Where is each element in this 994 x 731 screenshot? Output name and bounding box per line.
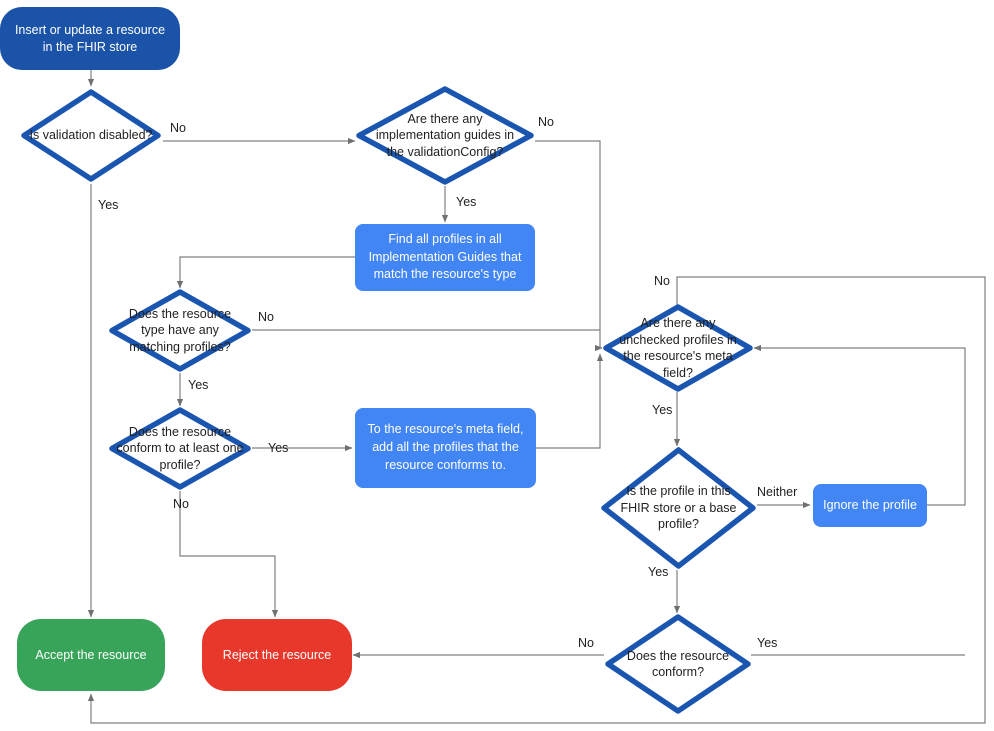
node-profile-location-label: Is the profile in this FHIR store or a b… <box>620 484 737 532</box>
node-matching-profiles-label: Does the resource type have any matching… <box>128 306 232 354</box>
edge-label-conform-no: No <box>578 636 594 650</box>
node-resource-conform-label: Does the resource conform? <box>626 648 730 680</box>
edge-igs-no <box>535 140 603 352</box>
edge-label-conform-yes: Yes <box>757 636 778 650</box>
node-find-profiles-label: Find all profiles in all Implementation … <box>368 231 522 282</box>
edge-label-location-neither: Neither <box>757 485 798 499</box>
edge-unchecked-no <box>87 276 986 724</box>
node-conform-one-profile-label: Does the resource conform to at least on… <box>116 424 244 472</box>
edge-label-unchecked-yes: Yes <box>652 403 673 417</box>
node-reject-resource-label: Reject the resource <box>222 647 332 662</box>
node-ignore-profile-label: Ignore the profile <box>823 497 917 512</box>
edge-label-matching-yes: Yes <box>188 378 209 392</box>
diamond-shape <box>109 407 251 490</box>
node-resource-conform[interactable]: Does the resource conform? <box>604 613 752 715</box>
edge-label-matching-no: No <box>258 310 274 324</box>
node-accept-resource[interactable]: Accept the resource <box>17 619 165 691</box>
edge-label-igs-no: No <box>538 115 554 129</box>
edge-label-conformone-yes: Yes <box>268 441 289 455</box>
node-profile-location[interactable]: Is the profile in this FHIR store or a b… <box>600 446 757 570</box>
node-unchecked-profiles[interactable]: Are there any unchecked profiles in the … <box>602 303 754 393</box>
edge-label-validation-no: No <box>170 121 186 135</box>
diamond-shape <box>356 86 534 185</box>
diamond-shape <box>21 89 161 182</box>
edge-ignore-to-unchecked <box>753 344 966 506</box>
diamond-shape <box>605 614 751 714</box>
node-start[interactable]: Insert or update a resource in the FHIR … <box>0 7 180 70</box>
edge-addprofiles-to-unchecked <box>536 353 604 449</box>
node-is-validation-disabled[interactable]: Is validation disabled? <box>20 88 162 183</box>
node-conform-one-profile[interactable]: Does the resource conform to at least on… <box>108 406 252 491</box>
edge-label-conformone-no: No <box>173 497 189 511</box>
node-unchecked-profiles-label: Are there any unchecked profiles in the … <box>619 316 737 380</box>
node-matching-profiles[interactable]: Does the resource type have any matching… <box>108 288 252 373</box>
edge-conformone-no <box>179 491 279 618</box>
diamond-shape <box>601 447 756 569</box>
node-accept-resource-label: Accept the resource <box>35 647 147 662</box>
node-add-profiles-meta-label: To the resource's meta field, add all th… <box>367 422 524 472</box>
node-any-implementation-guides-label: Are there any implementation guides in t… <box>375 111 515 159</box>
edge-label-location-yes: Yes <box>648 565 669 579</box>
node-any-implementation-guides[interactable]: Are there any implementation guides in t… <box>355 85 535 186</box>
node-is-validation-disabled-label: Is validation disabled? <box>29 128 153 143</box>
edge-label-validation-yes: Yes <box>98 198 119 212</box>
node-add-profiles-meta[interactable]: To the resource's meta field, add all th… <box>355 408 536 488</box>
node-find-profiles[interactable]: Find all profiles in all Implementation … <box>355 224 535 291</box>
node-ignore-profile[interactable]: Ignore the profile <box>813 484 927 527</box>
diamond-shape <box>603 304 753 392</box>
edge-findprofiles-to-matching <box>176 256 355 289</box>
diamond-shape <box>109 289 251 372</box>
edge-label-unchecked-no: No <box>654 274 670 288</box>
node-reject-resource[interactable]: Reject the resource <box>202 619 352 691</box>
edge-label-igs-yes: Yes <box>456 195 477 209</box>
node-start-label: Insert or update a resource in the FHIR … <box>14 22 166 54</box>
